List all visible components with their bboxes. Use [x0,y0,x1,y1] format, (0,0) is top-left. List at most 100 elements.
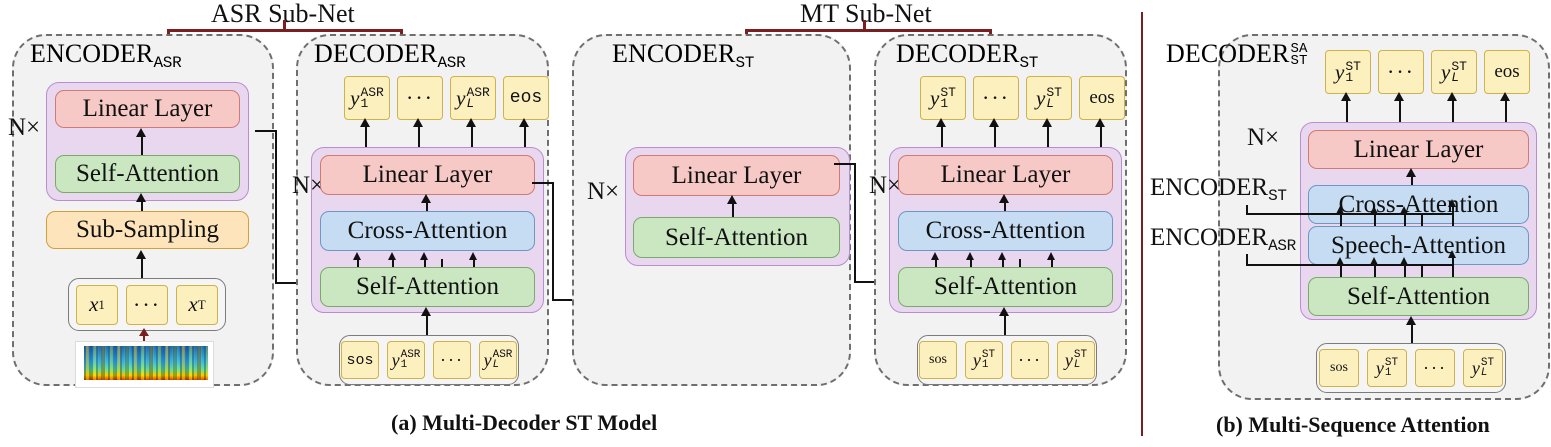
encoder-st-linear-layer-label: Linear Layer [671,161,802,189]
decoder-st-sa-cross-arrowhead-a [1336,206,1344,214]
decoder-st-sa-speech-arrowhead-a [1336,257,1344,265]
encoder-st-title: ENCODERST [612,39,755,72]
decoder-st-linear-layer[interactable]: Linear Layer [898,155,1113,195]
decoder-st-sa-title-main: DECODER [1166,39,1290,68]
decoder-st-sa-speech-attention[interactable]: Speech-Attention [1308,226,1529,265]
decoder-asr-title: DECODERASR [314,39,466,72]
decoder-asr-self-attention[interactable]: Self-Attention [320,267,535,307]
decoder-st-sa-speech-arrowhead-c [1400,257,1408,265]
decoder-st-sa-cross-in-1 [1340,213,1343,230]
decoder-st-cross-attention-label: Cross-Attention [925,217,1086,244]
spectrogram-to-tokens-arrowhead [139,328,149,336]
decoder-asr-out-arrowhead-1 [360,118,370,127]
decoder-asr-output-token-eos: eos [503,76,549,120]
dec-asr-to-enc-st-vertical [552,182,555,301]
encoder-st-repeat-label: N× [587,178,620,205]
encoder-asr-repeat-label: N× [8,114,41,141]
decoder-st-sa-speech-in-3 [1404,264,1407,281]
decoder-st-sa-cross-in-3 [1404,213,1407,230]
decoder-st-sa-title-sub: ST [1290,53,1308,69]
decoder-st-sa-cross-in-4 [1452,206,1455,230]
decoder-asr-out-arrow-4 [524,126,527,155]
decoder-st-sa-out-arrowhead-4 [1500,92,1510,101]
encoder-st-self-attention[interactable]: Self-Attention [633,217,840,258]
decoder-st-sa-cross-attention[interactable]: Cross-Attention [1308,185,1529,224]
decoder-st-sa-cross-in-2 [1374,213,1377,230]
dec-asr-to-enc-st-top [532,182,554,185]
spectrogram-image [75,341,214,388]
decoder-st-out-arrowhead-3 [1042,118,1052,127]
decoder-st-sa-linear-layer[interactable]: Linear Layer [1308,130,1529,169]
decoder-st-cross-in-head-3 [998,252,1006,260]
encoder-asr-self-attention[interactable]: Self-Attention [55,155,240,193]
decoder-st-self-attention-label: Self-Attention [933,273,1078,300]
decoder-st-sa-title-sup: SA [1290,41,1308,57]
decoder-asr-title-main: DECODER [314,39,438,68]
token-sos: sos [341,341,379,379]
decoder-asr-linear-layer[interactable]: Linear Layer [320,155,535,195]
decoder-st-title-sub: ST [1019,54,1039,72]
encoder-st-title-sub: ST [735,54,755,72]
decoder-asr-cross-in-head-3 [420,252,428,260]
decoder-asr-arrowhead-cross-to-lin [421,194,431,203]
encoder-asr-side-connector-v [1246,254,1249,266]
decoder-st-sa-speech-branch-v [1421,213,1424,228]
decoder-st-sa-output-token-ellipsis: ··· [1378,50,1424,94]
encoder-asr-linear-layer[interactable]: Linear Layer [55,90,240,128]
decoder-st-sa-cross-arrowhead-b [1370,206,1378,214]
encoder-st-title-main: ENCODER [612,39,736,68]
spectrogram-to-tokens-line [143,333,146,341]
decoder-st-sa-self-attention[interactable]: Self-Attention [1308,277,1529,316]
decoder-st-cross-in-head-4 [1047,252,1055,260]
encoder-asr-title-main: ENCODER [30,39,154,68]
decoder-asr-cross-in-head-4 [469,252,477,260]
decoder-st-cross-attention[interactable]: Cross-Attention [898,211,1113,251]
encoder-st-linear-layer[interactable]: Linear Layer [633,155,840,196]
decoder-asr-out-arrow-1 [365,126,368,155]
decoder-asr-cross-in-head-2 [388,252,396,260]
decoder-asr-arrowhead-tok-to-sa [421,307,431,316]
decoder-st-selfattn-branch-v [1019,259,1022,274]
decoder-st-out-arrow-2 [994,126,997,155]
decoder-st-sa-out-arrowhead-1 [1341,92,1351,101]
decoder-st-sa-out-arrowhead-2 [1394,92,1404,101]
decoder-st-arrowhead-cross-to-lin [999,194,1009,203]
decoder-st-self-attention[interactable]: Self-Attention [898,267,1113,307]
decoder-st-sa-output-token-eos: eos [1484,50,1530,94]
decoder-st-sa-speech-arrowhead-d [1448,250,1456,258]
encoder-st-self-attention-label: Self-Attention [664,223,809,251]
panel-divider [1141,12,1144,436]
encoder-asr-self-attention-label: Self-Attention [75,160,220,187]
encoder-asr-side-label: ENCODERASR [1150,224,1296,255]
encoder-st-side-label: ENCODERST [1150,174,1287,205]
decoder-st-sa-linear-layer-label: Linear Layer [1353,135,1484,163]
decoder-st-cross-in-head-1 [931,252,939,260]
encoder-asr-arrowhead-sub-to-sa [136,193,146,202]
encoder-asr-arrowhead-sa-to-lin [136,128,146,137]
encoder-asr-arrowhead-tok-to-sub [136,250,146,259]
encoder-asr-linear-layer-label: Linear Layer [82,95,213,122]
decoder-st-arrow-tok-to-sa [1004,315,1007,338]
decoder-st-out-arrowhead-2 [989,118,999,127]
decoder-asr-out-arrowhead-4 [519,118,529,127]
encoder-asr-sub-sampling[interactable]: Sub-Sampling [46,211,249,249]
decoder-asr-cross-attention[interactable]: Cross-Attention [320,211,535,251]
encoder-asr-title-sub: ASR [153,54,182,72]
encoder-asr-side-label-main: ENCODER [1150,224,1269,251]
token-ellipsis-st-in: ··· [1011,341,1049,379]
encoder-st-side-connector-v [1246,205,1249,215]
decoder-st-sa-out-arrow-3 [1452,100,1455,130]
asr-sub-net-bracket-top [167,29,403,32]
decoder-asr-output-token-ellipsis: ··· [397,76,443,120]
decoder-st-out-arrowhead-1 [936,118,946,127]
decoder-st-sa-repeat-label: N× [1247,124,1280,151]
decoder-asr-linear-layer-label: Linear Layer [362,161,493,188]
